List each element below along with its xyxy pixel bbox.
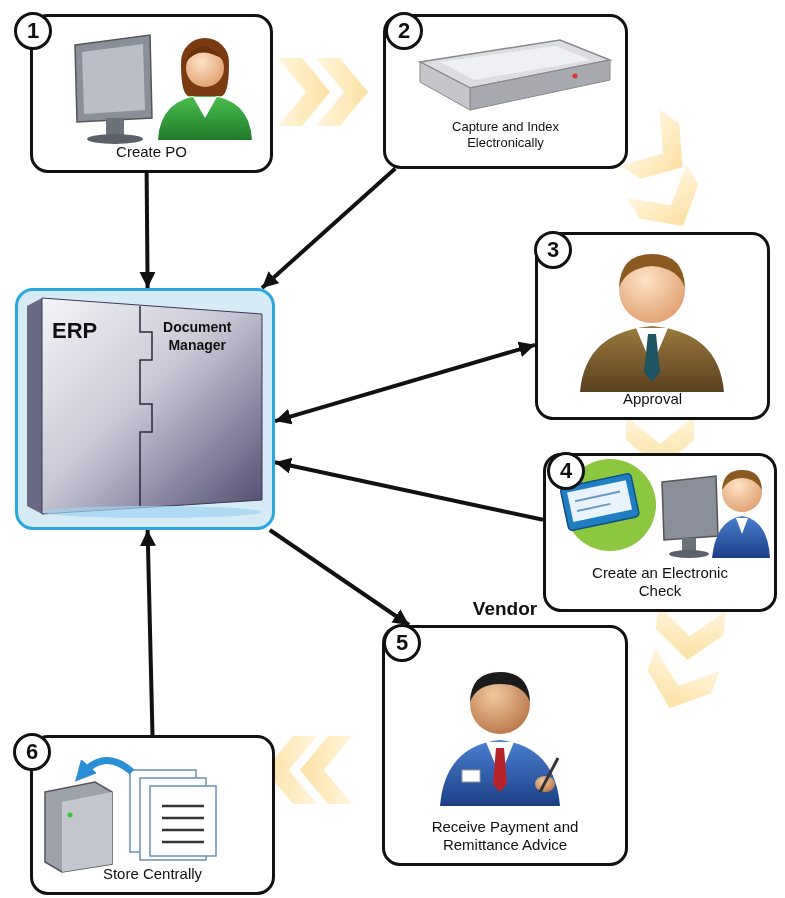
callout-number: 6 <box>26 741 38 763</box>
callout-circle: 6 <box>13 733 51 771</box>
callout-circle: 4 <box>547 452 585 490</box>
scanner <box>420 40 610 110</box>
process-box: Create PO <box>30 14 273 173</box>
callout-circle: 3 <box>534 231 572 269</box>
step-label: Capture and Index Electronically <box>443 119 568 152</box>
callout-number: 1 <box>27 20 39 42</box>
flow-arrow <box>145 173 150 288</box>
flow-arrow <box>275 462 543 520</box>
check-writer-figure <box>560 459 770 558</box>
vendor-box: VendorReceive Payment and Remittance Adv… <box>382 625 628 866</box>
callout-number: 5 <box>396 632 408 654</box>
flow-arrow <box>262 169 395 289</box>
step-label: Store Centrally <box>103 865 202 884</box>
step-label: Create an Electronic Check <box>580 564 740 602</box>
role-heading: Vendor <box>473 597 537 621</box>
clerk-figure <box>75 35 252 144</box>
approver-figure <box>580 254 724 392</box>
step-label: Approval <box>623 390 682 409</box>
step-label: Receive Payment and Remittance Advice <box>418 818 593 856</box>
callout-circle: 5 <box>383 624 421 662</box>
callout-number: 2 <box>398 20 410 42</box>
step-label: Create PO <box>116 143 187 162</box>
storage-server <box>45 760 216 872</box>
process-box: Create an Electronic Check <box>543 453 777 612</box>
callout-circle: 1 <box>14 12 52 50</box>
callout-number: 4 <box>560 460 572 482</box>
callout-circle: 2 <box>385 12 423 50</box>
process-box: Approval <box>535 232 770 420</box>
vendor-figure <box>440 672 560 806</box>
process-box: Capture and Index Electronically <box>383 14 628 169</box>
erp-cabinet <box>27 298 262 518</box>
process-box: Store Centrally <box>30 735 275 895</box>
flow-arrow <box>275 345 535 421</box>
erp-system-box: ERP Document Manager <box>15 288 275 530</box>
system-name: ERP <box>52 317 97 345</box>
flow-arrow <box>148 530 153 735</box>
flow-arrow <box>270 530 409 625</box>
callout-number: 3 <box>547 239 559 261</box>
module-name: Document Manager <box>155 319 239 354</box>
